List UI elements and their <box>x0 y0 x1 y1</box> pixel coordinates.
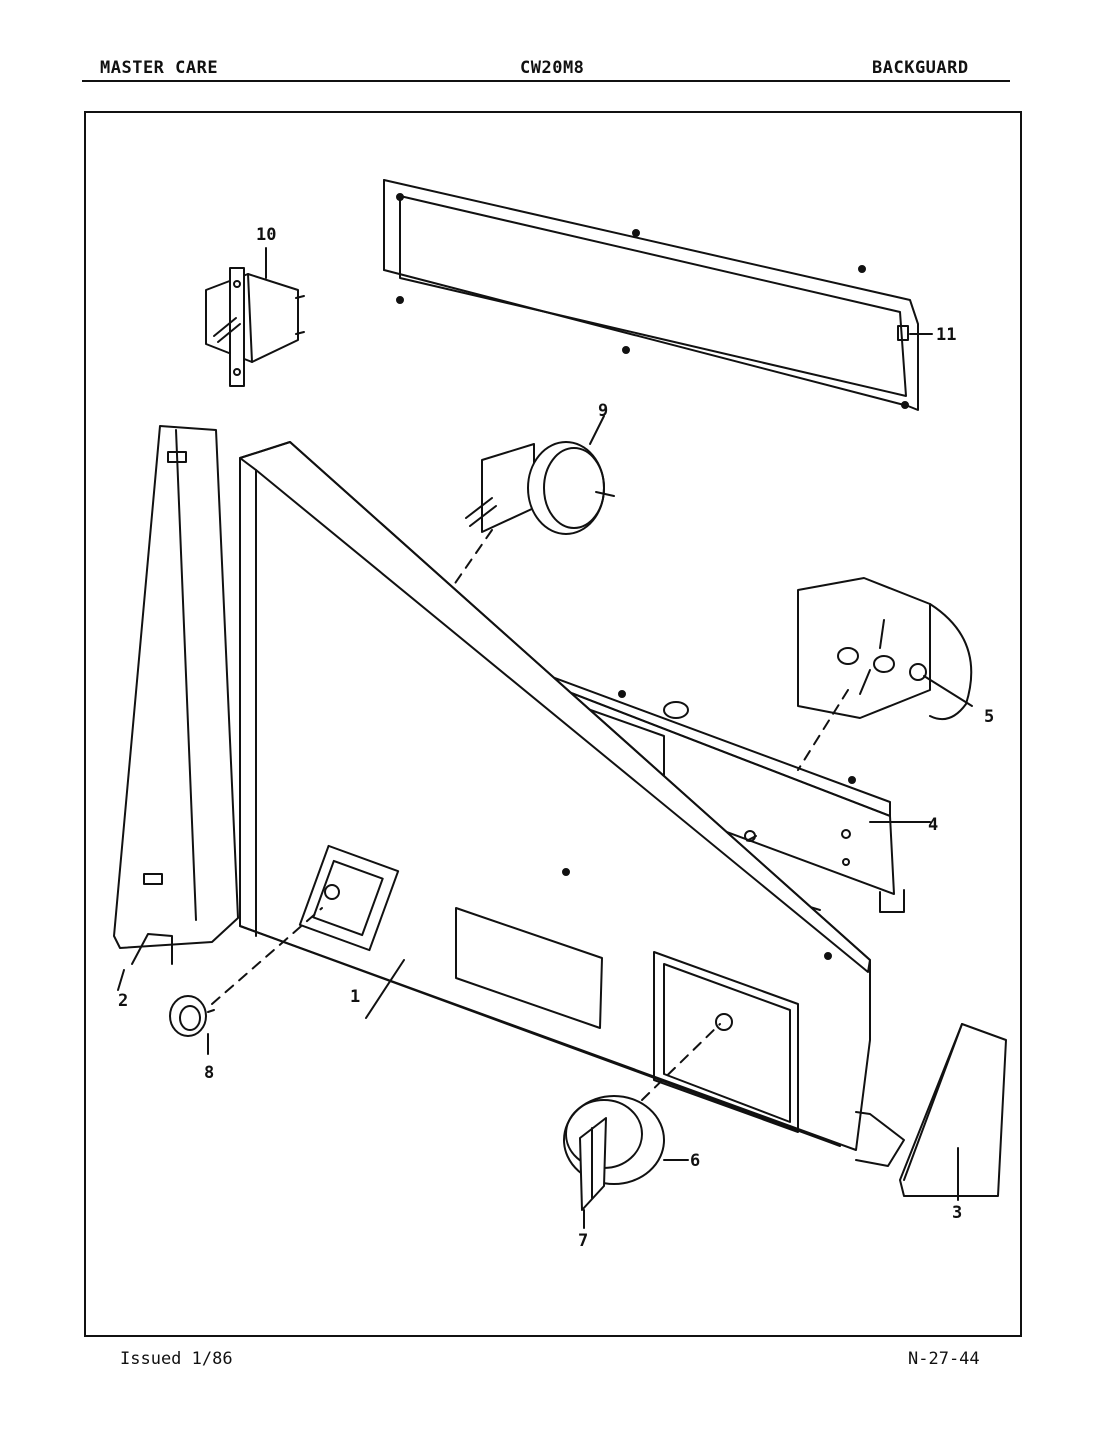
header-right: BACKGUARD <box>872 58 969 78</box>
callout-5: 5 <box>984 707 994 727</box>
footer-issued: Issued 1/86 <box>120 1349 233 1369</box>
diagram-frame <box>84 111 1022 1337</box>
header-rule <box>82 80 1010 82</box>
part-11-trim-panel <box>383 179 933 411</box>
part-6-7-timer-knob <box>563 1095 689 1229</box>
part-10-switch <box>205 247 305 387</box>
callout-4: 4 <box>928 815 938 835</box>
header-center: CW20M8 <box>520 58 585 78</box>
callout-11: 11 <box>936 325 956 345</box>
part-1-control-panel <box>239 441 905 1167</box>
callout-10: 10 <box>256 225 276 245</box>
part-8-knob <box>169 995 215 1055</box>
part-2-end-cap-left <box>113 425 239 991</box>
callout-labels: 1 2 3 4 5 6 7 8 9 10 11 <box>118 225 994 1251</box>
callout-3: 3 <box>952 1203 962 1223</box>
footer-page-code: N-27-44 <box>908 1349 980 1369</box>
part-5-timer <box>797 577 973 720</box>
part-3-end-cap-right <box>899 1023 1007 1201</box>
callout-2: 2 <box>118 991 128 1011</box>
part-9-pressure-switch <box>465 415 615 535</box>
callout-8: 8 <box>204 1063 214 1083</box>
callout-1: 1 <box>350 987 360 1007</box>
callout-7: 7 <box>578 1231 588 1251</box>
callout-9: 9 <box>598 401 608 421</box>
callout-6: 6 <box>690 1151 700 1171</box>
header-left: MASTER CARE <box>100 58 219 78</box>
